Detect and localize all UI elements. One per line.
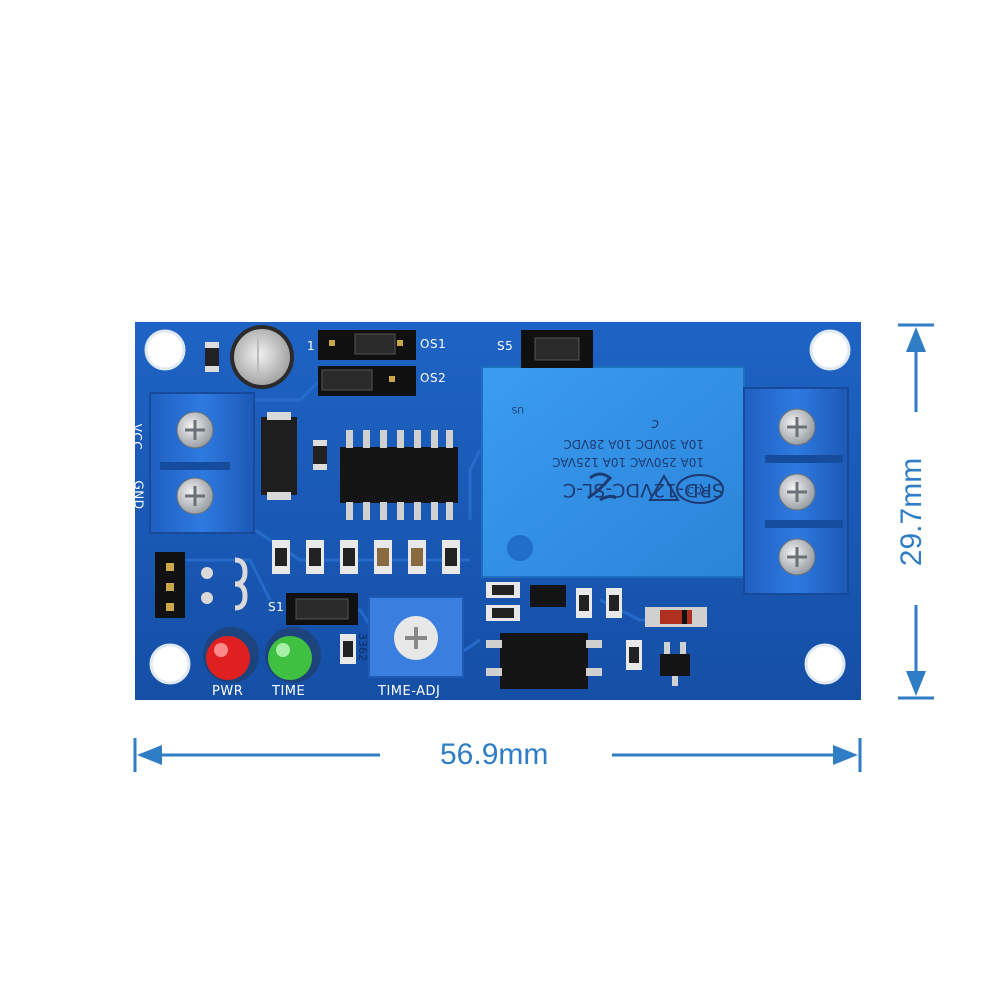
led-pwr bbox=[203, 627, 259, 683]
cqc-mark-text: CQC bbox=[687, 486, 709, 497]
ic-chip bbox=[340, 430, 458, 520]
power-terminal-block bbox=[149, 392, 255, 534]
mount-hole bbox=[149, 643, 191, 685]
label-os2: OS2 bbox=[420, 371, 447, 385]
mount-hole bbox=[144, 329, 186, 371]
label-pwr: PWR bbox=[212, 684, 244, 699]
label-vcc: VCC bbox=[130, 423, 145, 451]
width-label: 56.9mm bbox=[440, 738, 549, 771]
label-time: TIME bbox=[272, 684, 306, 699]
width-dimension bbox=[133, 738, 862, 772]
ul-mark-us: US bbox=[511, 404, 524, 414]
ul-mark-c: c bbox=[651, 416, 659, 432]
optocoupler bbox=[486, 633, 602, 689]
jumper-s5 bbox=[521, 330, 593, 368]
transistor bbox=[530, 585, 690, 686]
label-s1: S1 bbox=[268, 600, 285, 614]
label-s5: S5 bbox=[497, 339, 514, 353]
led-time bbox=[265, 627, 321, 683]
relay: SRD-12VDC-SL-C 10A 250VAC 10A 125VAC 10A… bbox=[481, 366, 745, 578]
label-jumper-1: 1 bbox=[307, 339, 316, 353]
potentiometer: 3362 bbox=[356, 596, 464, 678]
label-time-adj: TIME-ADJ bbox=[378, 684, 441, 699]
jumper-os bbox=[318, 330, 416, 396]
pot-code: 3362 bbox=[356, 633, 369, 661]
cqc-mark-icon bbox=[676, 474, 724, 504]
label-os1: OS1 bbox=[420, 337, 447, 351]
mount-hole bbox=[809, 329, 851, 371]
relay-rating-2: 10A 30VDC 10A 28VDC bbox=[563, 437, 704, 451]
output-terminal-block bbox=[743, 387, 849, 595]
mount-hole bbox=[804, 643, 846, 685]
glass-diode bbox=[645, 607, 707, 627]
jumper-s1 bbox=[286, 593, 358, 625]
height-label: 29.7mm bbox=[895, 457, 929, 567]
ul-logo-icon bbox=[587, 472, 617, 502]
capacitor bbox=[230, 325, 294, 389]
diode bbox=[261, 412, 297, 500]
relay-dot bbox=[507, 535, 533, 561]
smd-components bbox=[205, 342, 642, 670]
height-dimension bbox=[898, 323, 934, 700]
pin-header bbox=[155, 552, 248, 618]
warning-triangle-icon bbox=[648, 474, 680, 501]
relay-rating-1: 10A 250VAC 10A 125VAC bbox=[552, 455, 704, 469]
label-gnd: GND bbox=[131, 480, 146, 510]
